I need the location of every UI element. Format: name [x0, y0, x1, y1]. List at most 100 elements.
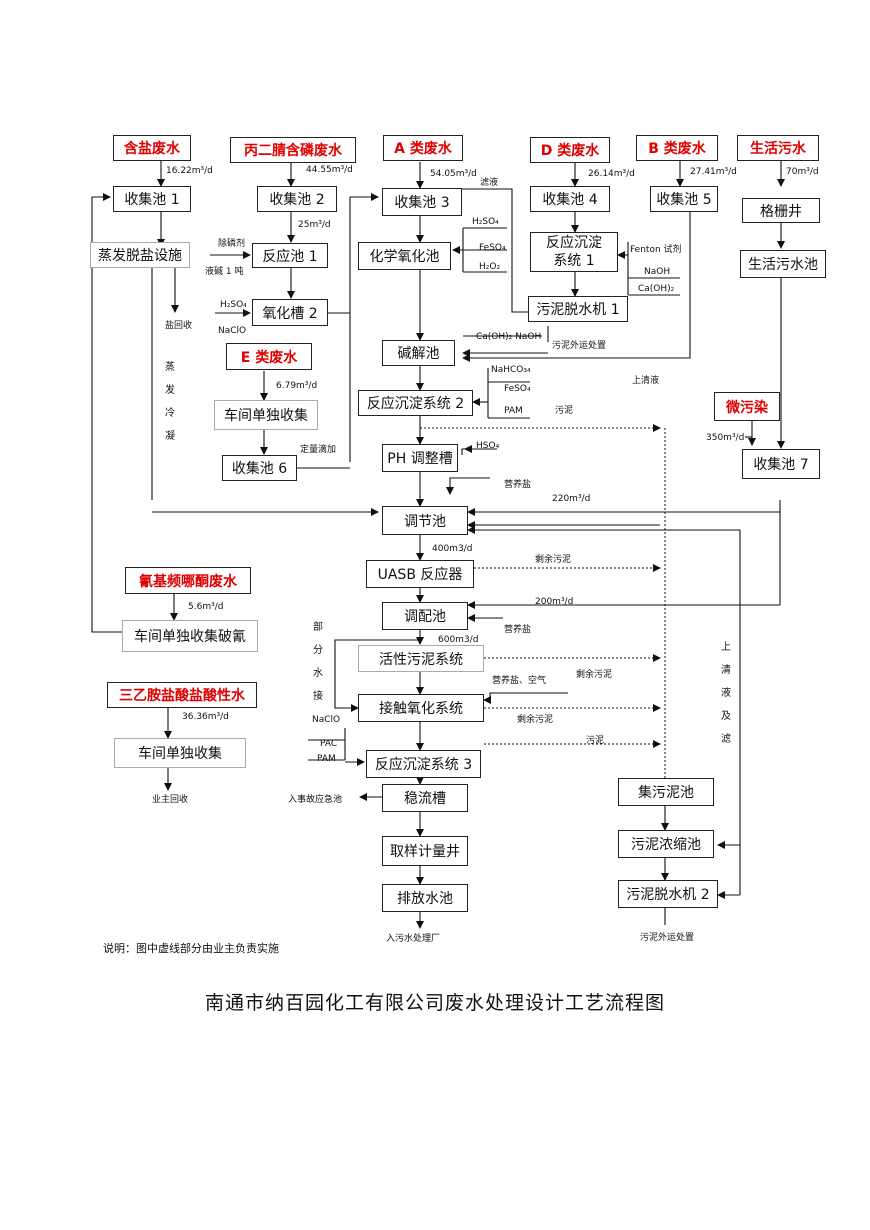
collection-tank-1: 收集池 1 [113, 186, 191, 212]
nutrient-label-2: 营养盐 [504, 625, 532, 635]
flow-class-e-label: 6.79m³/d [276, 381, 318, 391]
pam-label-d: PAM [317, 754, 336, 764]
domestic-sewage-tank: 生活污水池 [740, 250, 826, 278]
caoh2-naoh-label: Ca(OH)₂ NaOH [476, 332, 542, 342]
flow-class-d-label: 26.14m³/d [588, 169, 635, 179]
owner-recovery-label: 业主回收 [152, 795, 189, 805]
uasb-reactor: UASB 反应器 [366, 560, 474, 588]
collection-tank-4: 收集池 4 [530, 186, 610, 212]
flow-triethylamine-label: 36.36m³/d [182, 712, 229, 722]
liquid-base-label: 液碱 1 吨 [205, 267, 244, 277]
flow-class-b-label: 27.41m³/d [690, 167, 737, 177]
supernatant-label: 上清液 [632, 376, 660, 386]
flow-cyano-label: 5.6m³/d [188, 602, 224, 612]
nahco3-label: NaHCO₃₄ [491, 365, 531, 375]
source-triethylamine: 三乙胺盐酸盐酸性水 [107, 682, 257, 708]
to-wwtp-label: 入污水处理厂 [386, 934, 441, 944]
sludge-outsource-label-2: 污泥外运处置 [640, 933, 695, 943]
source-salt-wastewater: 含盐废水 [113, 135, 191, 161]
collection-tank-5: 收集池 5 [650, 186, 718, 212]
salt-recovery-label: 盐回收 [165, 321, 193, 331]
flow-domestic-label: 70m³/d [786, 167, 819, 177]
reaction-tank-1: 反应池 1 [252, 243, 328, 268]
workshop-cyanide-breaking: 车间单独收集破氰 [122, 620, 258, 652]
h2so4-label-a: H₂SO₄ [472, 217, 499, 227]
discharge-tank: 排放水池 [382, 884, 468, 912]
naclo-label-b: NaClO [218, 326, 247, 336]
chemical-oxidation-tank: 化学氧化池 [358, 242, 451, 270]
feso4-label-a: FeSO₄ [479, 243, 506, 253]
source-acrylonitrile-wastewater: 丙二腈含磷废水 [230, 137, 356, 163]
dephosphorization-label: 除磷剂 [218, 239, 246, 249]
excess-sludge-label-2: 剩余污泥 [576, 670, 613, 680]
workshop-separate-collection-tea: 车间单独收集 [114, 738, 246, 768]
h2o2-label-a: H₂O₂ [479, 262, 501, 272]
diagram-title: 南通市纳百园化工有限公司废水处理设计工艺流程图 [204, 992, 665, 1014]
collection-tank-7: 收集池 7 [742, 449, 820, 479]
sludge-label-c: 污泥 [555, 406, 574, 416]
h2so4-label-b: H₂SO₄ [220, 300, 247, 310]
sludge-outsource-label-1: 污泥外运处置 [552, 341, 607, 351]
flow-220-label: 220m³/d [552, 494, 591, 504]
stabilizing-tank: 稳流槽 [382, 784, 468, 812]
blending-tank: 调配池 [382, 602, 468, 630]
ph-adjustment-tank: PH 调整槽 [382, 444, 458, 472]
sludge-thickening-tank: 污泥浓缩池 [618, 830, 714, 858]
nutrient-air-label: 营养盐、空气 [492, 676, 547, 686]
pac-label: PAC [320, 739, 338, 749]
source-cyano: 氰基频哪酮废水 [125, 567, 251, 594]
workshop-separate-collection-e: 车间单独收集 [214, 400, 318, 430]
flow-600-label: 600m3/d [438, 635, 479, 645]
fenton-label: Fenton 试剂 [630, 245, 682, 255]
flow-200-label: 200m³/d [535, 597, 574, 607]
evaporation-desalination: 蒸发脱盐设施 [90, 242, 190, 268]
oxidation-tank-2: 氧化槽 2 [252, 299, 328, 326]
source-domestic: 生活污水 [737, 135, 819, 161]
filtrate-label: 滤液 [480, 178, 499, 188]
naoh-label-d: NaOH [644, 267, 671, 277]
naclo-label-c: NaClO [312, 715, 341, 725]
pam-label-c: PAM [504, 406, 523, 416]
regulating-tank: 调节池 [382, 506, 468, 535]
reaction-precipitation-system-1: 反应沉淀 系统 1 [530, 232, 618, 272]
alkaline-hydrolysis-tank: 碱解池 [382, 340, 455, 366]
contact-oxidation-system: 接触氧化系统 [358, 694, 484, 722]
reaction-precipitation-system-2: 反应沉淀系统 2 [358, 390, 473, 416]
source-micro-pollution: 微污染 [714, 392, 780, 421]
reaction-precipitation-system-3: 反应沉淀系统 3 [366, 750, 481, 778]
activated-sludge-system: 活性污泥系统 [358, 645, 484, 672]
partial-water-label: 部分水接 [313, 622, 323, 702]
grille-well: 格栅井 [742, 198, 820, 223]
source-class-e: E 类废水 [226, 343, 312, 370]
collection-tank-6: 收集池 6 [222, 455, 297, 481]
flow-25-label: 25m³/d [298, 220, 331, 230]
sludge-dewatering-machine-1: 污泥脱水机 1 [528, 296, 628, 322]
precipitation-1-line1: 反应沉淀 [546, 235, 602, 251]
precipitation-1-line2: 系统 1 [553, 253, 595, 269]
quantitative-dosing-label: 定量滴加 [300, 445, 337, 455]
flow-class-a-label: 54.05m³/d [430, 169, 477, 179]
feso4-label-c: FeSO₄ [504, 384, 531, 394]
source-class-d: D 类废水 [530, 137, 610, 163]
nutrient-label-1: 营养盐 [504, 480, 532, 490]
diagram-note: 说明：图中虚线部分由业主负责实施 [103, 942, 279, 955]
emergency-pool-label: 入事故应急池 [288, 795, 343, 805]
source-class-b: B 类废水 [636, 135, 718, 161]
flow-400-label: 400m3/d [432, 544, 473, 554]
collection-tank-3: 收集池 3 [382, 188, 462, 216]
sludge-label-d: 污泥 [586, 736, 605, 746]
hso4-label: HSO₄ [476, 441, 500, 451]
flow-micro-label: 350m³/d [706, 433, 745, 443]
sampling-metering-well: 取样计量井 [382, 836, 468, 866]
supernatant-filtrate-label: 上清液及滤 [721, 642, 731, 745]
flow-salt-label: 16.22m³/d [166, 166, 213, 176]
collection-tank-2: 收集池 2 [257, 186, 337, 212]
source-class-a: A 类废水 [383, 135, 463, 161]
sludge-collection-tank: 集污泥池 [618, 778, 714, 806]
evaporation-condensate-label: 蒸发冷凝 [165, 362, 175, 442]
excess-sludge-label-1: 剩余污泥 [535, 555, 572, 565]
flow-acrylonitrile-label: 44.55m³/d [306, 165, 353, 175]
caoh2-label-d: Ca(OH)₂ [638, 284, 675, 294]
sludge-dewatering-machine-2: 污泥脱水机 2 [618, 880, 718, 908]
